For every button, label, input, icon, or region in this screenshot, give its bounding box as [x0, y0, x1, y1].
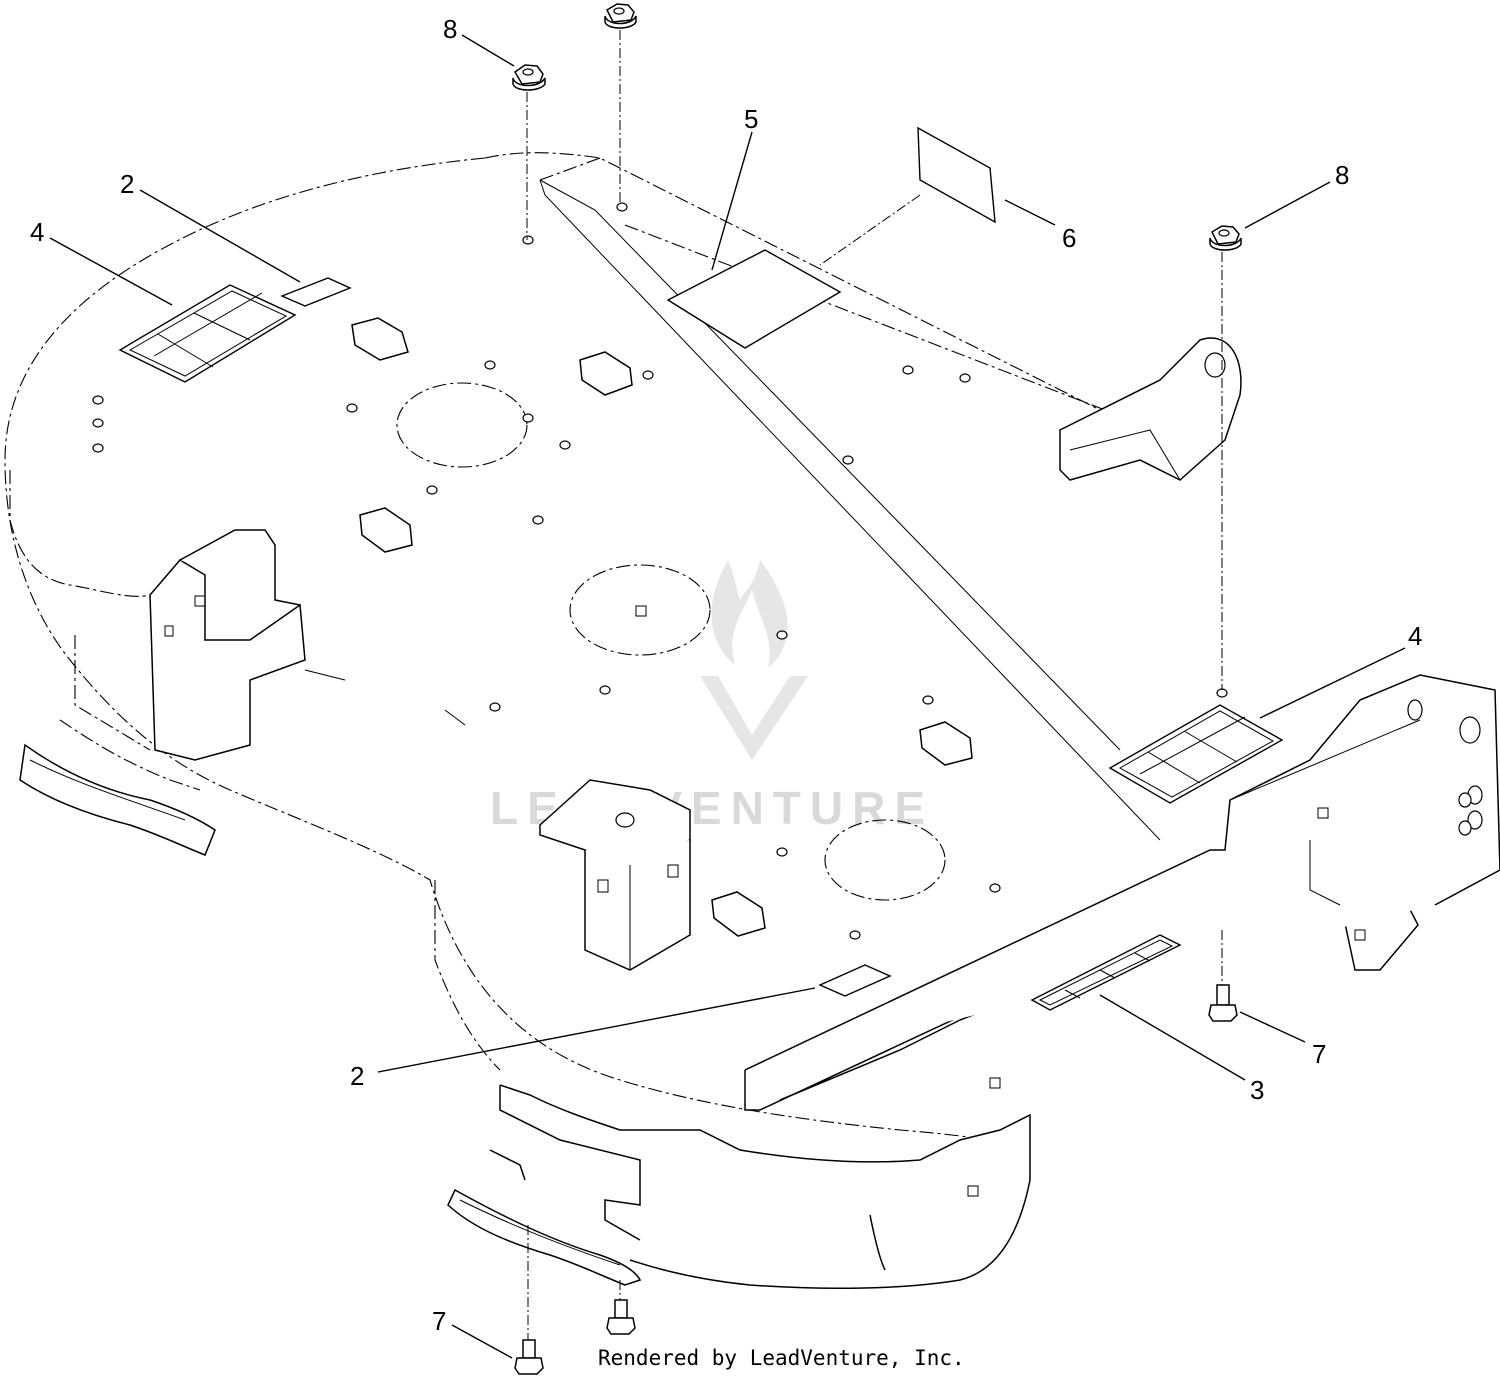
- callout-7-right: 7: [1312, 1039, 1326, 1069]
- callout-4-left: 4: [30, 217, 44, 247]
- mower-deck: [4, 152, 1500, 1290]
- decal-5: [666, 249, 842, 349]
- callout-5: 5: [744, 104, 758, 134]
- callout-2-upper: 2: [120, 169, 134, 199]
- callout-7-lower-left: 7: [432, 1306, 446, 1336]
- callout-6: 6: [1062, 223, 1076, 253]
- flange-nut-top: [604, 3, 637, 205]
- callout-8-upper-left: 8: [443, 14, 457, 44]
- decal-2-lower: [818, 964, 892, 997]
- bolt-right: [1208, 930, 1238, 1022]
- flange-nut-upper-left: [512, 64, 546, 240]
- render-credit: Rendered by LeadVenture, Inc.: [598, 1346, 965, 1370]
- callout-8-right: 8: [1335, 160, 1349, 190]
- flange-nut-right: [1209, 225, 1242, 690]
- bolt-lower-center: [606, 1280, 636, 1335]
- decal-4-left: [118, 284, 297, 383]
- decal-6: [819, 126, 996, 266]
- callout-3: 3: [1250, 1075, 1264, 1105]
- decal-3: [1030, 934, 1182, 1011]
- callout-2-lower: 2: [350, 1061, 364, 1091]
- callout-labels: 8 5 8 6 2 4 4 2 3 7 7: [30, 14, 1422, 1336]
- callout-4-right: 4: [1408, 621, 1422, 651]
- deck-holes: [92, 202, 1228, 940]
- leader-lines: [49, 34, 1406, 1359]
- watermark-logo: LEADVENTURE: [490, 560, 925, 834]
- decal-4-right: [1108, 704, 1284, 804]
- bolt-lower-left: [514, 1225, 544, 1375]
- decal-2-upper: [280, 277, 352, 307]
